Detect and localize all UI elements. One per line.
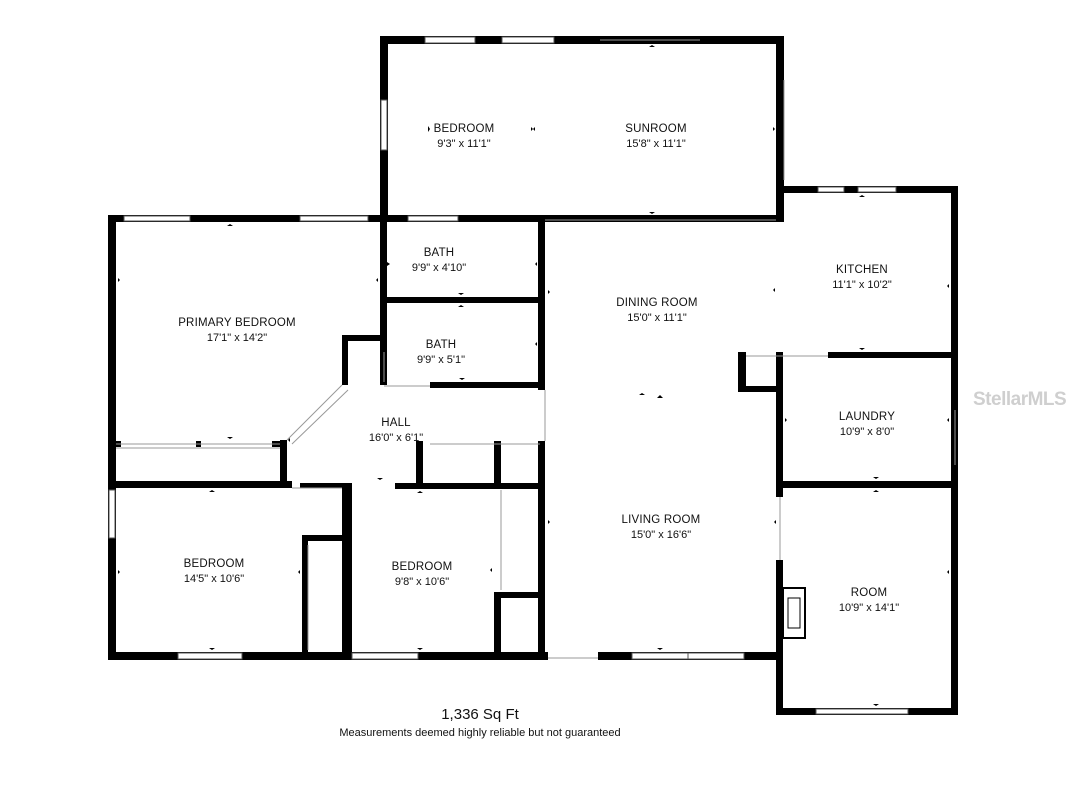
openings — [116, 39, 956, 659]
fireplace — [782, 587, 806, 639]
room-name: KITCHEN — [836, 264, 888, 276]
room-primary-bedroom: PRIMARY BEDROOM 17'1" x 14'2" — [178, 317, 296, 344]
room-laundry: LAUNDRY 10'9" x 8'0" — [839, 411, 895, 438]
room-room: ROOM 10'9" x 14'1" — [839, 587, 899, 614]
watermark-logo: StellarMLS — [973, 389, 1067, 410]
room-name: BATH — [424, 247, 455, 259]
room-name: BEDROOM — [434, 123, 495, 135]
windows — [108, 36, 909, 715]
dimension-ticks — [118, 45, 949, 706]
total-square-footage: 1,336 Sq Ft — [441, 706, 519, 723]
room-name: DINING ROOM — [616, 297, 697, 309]
room-name: HALL — [381, 417, 411, 429]
room-bedroom-top: BEDROOM 9'3" x 11'1" — [434, 123, 495, 150]
room-dimensions: 15'8" x 11'1" — [626, 138, 686, 150]
room-name: SUNROOM — [625, 123, 686, 135]
room-name: BATH — [426, 339, 457, 351]
room-bedroom-middle: BEDROOM 9'8" x 10'6" — [392, 561, 453, 588]
room-name: ROOM — [851, 587, 888, 599]
room-hall: HALL 16'0" x 6'1" — [369, 417, 423, 444]
room-dimensions: 9'8" x 10'6" — [395, 576, 449, 588]
measurement-disclaimer: Measurements deemed highly reliable but … — [339, 727, 621, 739]
room-bedroom-southwest: BEDROOM 14'5" x 10'6" — [184, 558, 245, 585]
room-name: LAUNDRY — [839, 411, 895, 423]
room-name: BEDROOM — [184, 558, 245, 570]
room-dimensions: 9'9" x 5'1" — [417, 354, 465, 366]
room-dimensions: 9'9" x 4'10" — [412, 262, 466, 274]
room-kitchen: KITCHEN 11'1" x 10'2" — [832, 264, 892, 291]
room-dining-room: DINING ROOM 15'0" x 11'1" — [616, 297, 697, 324]
room-dimensions: 10'9" x 8'0" — [840, 426, 894, 438]
room-dimensions: 10'9" x 14'1" — [839, 602, 899, 614]
room-dimensions: 15'0" x 16'6" — [631, 529, 691, 541]
exterior-walls — [108, 36, 958, 715]
room-dimensions: 9'3" x 11'1" — [437, 138, 490, 150]
room-living-room: LIVING ROOM 15'0" x 16'6" — [622, 514, 701, 541]
interior-walls — [116, 186, 958, 660]
room-name: BEDROOM — [392, 561, 453, 573]
room-dimensions: 14'5" x 10'6" — [184, 573, 244, 585]
room-sunroom: SUNROOM 15'8" x 11'1" — [625, 123, 686, 150]
room-bath-1: BATH 9'9" x 4'10" — [412, 247, 466, 274]
room-dimensions: 16'0" x 6'1" — [369, 432, 423, 444]
room-name: LIVING ROOM — [622, 514, 701, 526]
room-name: PRIMARY BEDROOM — [178, 317, 296, 329]
room-dimensions: 11'1" x 10'2" — [832, 279, 892, 291]
room-bath-2: BATH 9'9" x 5'1" — [417, 339, 465, 366]
room-dimensions: 17'1" x 14'2" — [207, 332, 267, 344]
room-dimensions: 15'0" x 11'1" — [627, 312, 687, 324]
